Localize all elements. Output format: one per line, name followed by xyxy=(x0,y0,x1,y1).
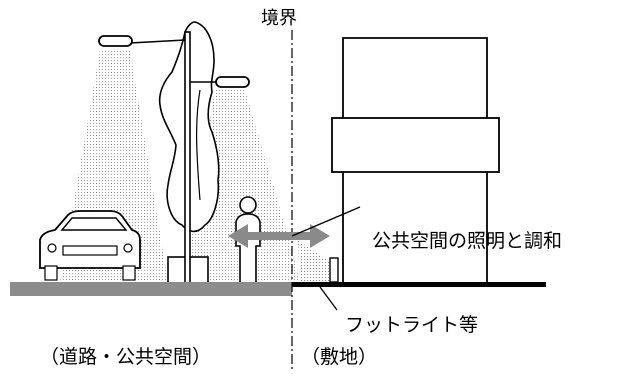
lamp-pole xyxy=(184,31,191,285)
boundary-label: 境界 xyxy=(261,8,297,29)
site-ground xyxy=(292,282,546,287)
harmony-label: 公共空間の照明と調和 xyxy=(372,230,563,252)
lamp-head-upper xyxy=(98,35,133,47)
building-band xyxy=(331,117,500,173)
footlight-leader-line xyxy=(319,286,338,311)
tree-inner-line xyxy=(196,89,201,201)
car-windshield xyxy=(60,217,128,231)
lamp-head-lower xyxy=(215,76,250,88)
car-wheel-left xyxy=(44,265,58,281)
lamp-arm-upper xyxy=(129,39,186,44)
road-ground xyxy=(10,282,292,296)
person-head xyxy=(239,196,257,214)
harmony-leader-line xyxy=(291,206,361,237)
car-headlight-right xyxy=(123,243,133,253)
footlight-fixture xyxy=(329,257,339,283)
footlight-glow xyxy=(298,240,338,282)
footlight-label: フットライト等 xyxy=(345,314,479,336)
car-wheel-right xyxy=(122,265,136,281)
car-grille xyxy=(62,245,118,256)
harmony-arrow xyxy=(228,224,330,248)
road-area-label: （道路・公共空間） xyxy=(40,346,212,368)
site-area-label: （敷地） xyxy=(301,346,378,368)
car-headlight-left xyxy=(47,243,57,253)
